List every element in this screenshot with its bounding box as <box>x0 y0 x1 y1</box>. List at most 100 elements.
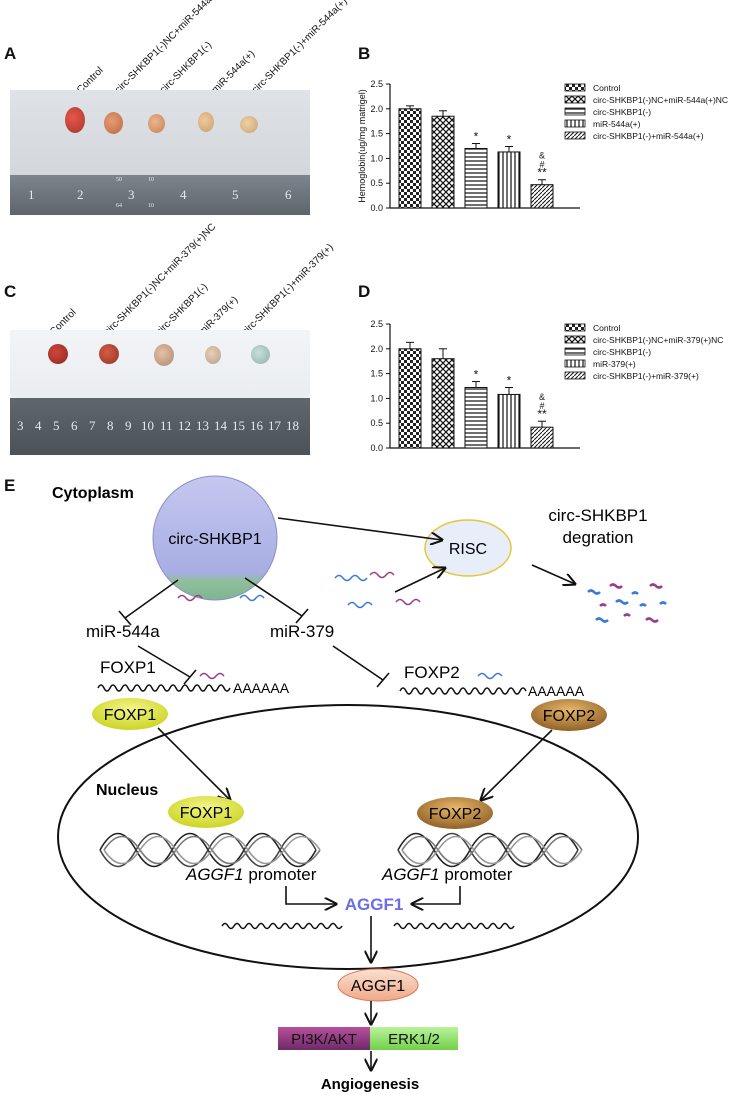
significance-mark: * <box>474 130 479 144</box>
circ-shkbp1-circle <box>152 475 278 601</box>
mirna-squiggle <box>334 574 368 582</box>
column-label: circ-SHKBP1(-)+miR-379(+) <box>240 241 336 338</box>
risc-label: RISC <box>449 541 487 558</box>
legend-label: circ-SHKBP1(-)+miR-379(+) <box>593 371 699 381</box>
ruler-number: 18 <box>286 418 299 433</box>
aggf1-protein-label: AGGF1 <box>351 978 405 995</box>
significance-mark: ** <box>537 166 547 180</box>
legend-swatch <box>564 347 586 356</box>
panel-letter-e: E <box>4 476 16 495</box>
matrigel-plug <box>65 107 85 133</box>
matrigel-plug <box>240 116 258 133</box>
mirna-squiggle <box>395 598 421 606</box>
legend-swatch <box>564 323 586 332</box>
aggf1-protein <box>337 968 419 1002</box>
legend-swatch <box>564 335 586 344</box>
mirna-squiggle <box>477 672 503 680</box>
nuclear-foxp2-label: FOXP2 <box>429 806 482 823</box>
nuclear-foxp1 <box>168 796 244 828</box>
degradation-label-1: circ-SHKBP1 <box>548 506 647 525</box>
degraded-fragments <box>587 583 667 623</box>
mirna-squiggle <box>369 571 395 579</box>
panel-letter-b: B <box>358 44 371 63</box>
ruler-number: 3 <box>17 418 24 433</box>
bar <box>497 151 521 209</box>
mirna-squiggle <box>347 601 373 609</box>
dna-helix-left <box>99 832 321 868</box>
ruler-number: 6 <box>71 418 78 433</box>
erk-box <box>370 1027 458 1050</box>
arrow <box>531 564 575 584</box>
foxp2-protein-label: FOXP2 <box>543 708 596 725</box>
y-tick-label: 0.5 <box>370 418 383 428</box>
ruler-number: 10 <box>141 418 154 433</box>
promoter-word: promoter <box>440 865 513 884</box>
column-label: circ-SHKBP1(-)+miR-544a(+) <box>250 0 350 96</box>
ruler-number: 8 <box>107 418 114 433</box>
inhibition-bar <box>118 610 132 626</box>
risc-ellipse <box>424 519 512 577</box>
bar <box>431 358 455 449</box>
ruler-number: 14 <box>214 418 227 433</box>
arrow <box>285 886 336 904</box>
matrigel-photo: 3 4 5 6 7 8 9 10 11 12 13 14 15 16 17 18 <box>10 330 310 455</box>
gene-name: AGGF1 <box>381 865 440 884</box>
arrow <box>412 886 461 904</box>
legend-swatch <box>564 371 586 380</box>
y-tick-label: 0.0 <box>370 443 383 453</box>
mirna-squiggle <box>199 672 225 680</box>
matrigel-plug <box>154 344 174 366</box>
aggf1-gene-label: AGGF1 <box>345 895 404 914</box>
mirna-squiggle <box>177 594 203 602</box>
column-label: circ-SHKBP1(-)NC+miR-379(+)NC <box>102 221 219 338</box>
legend-label: Control <box>593 323 621 333</box>
nucleus-membrane <box>57 704 639 970</box>
promoter-left-label: AGGF1 promoter <box>185 865 317 884</box>
foxp2-mrna <box>399 687 527 695</box>
legend-swatch <box>564 131 586 140</box>
foxp1-protein <box>92 698 168 730</box>
y-tick-label: 1.5 <box>370 129 383 139</box>
arrow <box>481 729 553 800</box>
pi3k-akt-label: PI3K/AKT <box>291 1031 357 1048</box>
promoter-word: promoter <box>244 865 317 884</box>
ruler-number: 7 <box>89 418 96 433</box>
mirna-squiggle <box>239 594 265 602</box>
mir544a-label: miR-544a <box>86 622 160 641</box>
inhibition-line <box>332 645 384 681</box>
aggf1-mrna <box>221 922 343 930</box>
significance-mark: & <box>539 392 545 402</box>
ruler: 1 2 3 4 5 6 50 64 10 10 <box>10 175 310 215</box>
y-tick-label: 2.0 <box>370 344 383 354</box>
ruler-number: 4 <box>180 187 187 202</box>
y-tick-label: 2.5 <box>370 319 383 329</box>
y-tick-label: 1.0 <box>370 153 383 163</box>
significance-mark: # <box>539 401 544 411</box>
significance-mark: * <box>474 368 479 382</box>
ruler-number: 1 <box>28 187 35 202</box>
significance-mark: ** <box>537 407 547 421</box>
ruler-number: 16 <box>250 418 263 433</box>
legend-swatch <box>564 95 586 104</box>
promoter-right-label: AGGF1 promoter <box>381 865 513 884</box>
significance-mark: # <box>539 160 544 170</box>
y-tick-label: 2.0 <box>370 104 383 114</box>
inhibition-line <box>124 579 179 619</box>
bar <box>530 426 554 449</box>
mechanism-diagram: Cytoplasm circ-SHKBP1 RISC circ-SHKBP1 d… <box>52 475 667 1093</box>
y-tick-label: 0.5 <box>370 178 383 188</box>
panel-letter-a: A <box>4 44 17 63</box>
inhibition-bar <box>376 672 390 688</box>
arrow <box>277 517 442 540</box>
angiogenesis-label: Angiogenesis <box>321 1076 419 1093</box>
cytoplasm-label: Cytoplasm <box>52 485 134 502</box>
legend-label: miR-544a(+) <box>593 119 641 129</box>
arrow <box>394 568 445 593</box>
legend-label: circ-SHKBP1(-)NC+miR-379(+)NC <box>593 335 723 345</box>
legend-swatch <box>564 107 586 116</box>
y-tick-label: 0.0 <box>370 203 383 213</box>
matrigel-plug <box>104 112 123 134</box>
ruler-small: 50 <box>116 177 122 183</box>
